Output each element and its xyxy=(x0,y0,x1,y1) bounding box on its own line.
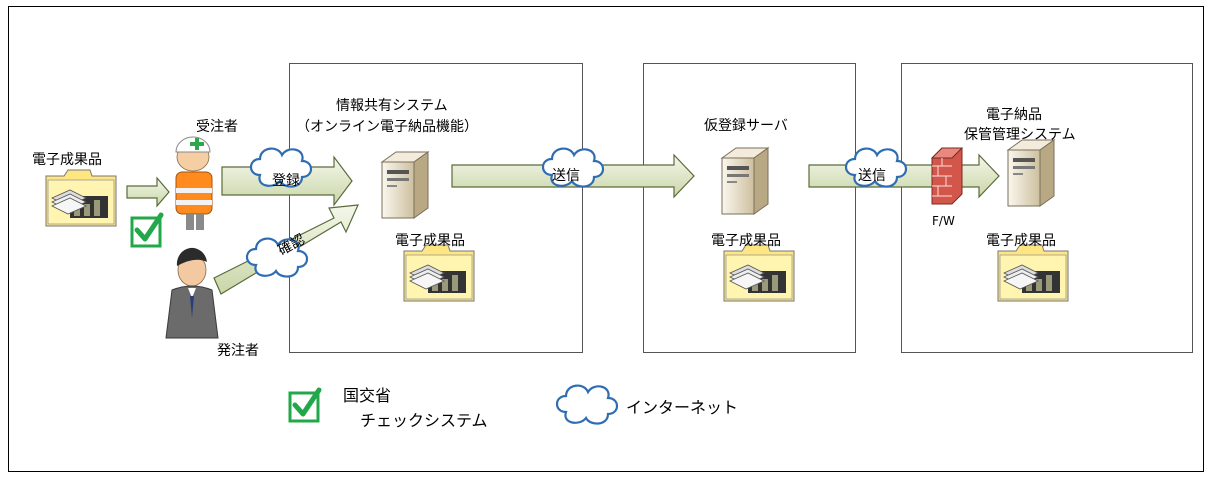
register-arrow-label: 登録 xyxy=(272,173,300,189)
deliverable-label-system: 電子成果品 xyxy=(395,233,465,249)
check-system-icon xyxy=(130,212,164,248)
legend-cloud-icon xyxy=(555,384,619,425)
deliverable-label-temp: 電子成果品 xyxy=(711,233,781,249)
deliverable-label-left: 電子成果品 xyxy=(32,152,102,168)
contractor-person-icon xyxy=(175,136,213,230)
legend-check-icon xyxy=(288,387,322,423)
folder-icon-left xyxy=(45,169,117,227)
send-arrow-1-label: 送信 xyxy=(552,168,580,184)
server-icon-system xyxy=(381,151,429,219)
archive-system-box xyxy=(901,63,1193,353)
legend-internet-label: インターネット xyxy=(626,398,739,417)
input-arrow xyxy=(126,176,170,208)
contractor-label: 受注者 xyxy=(196,119,238,135)
folder-icon-system xyxy=(403,244,475,302)
folder-icon-temp xyxy=(723,244,795,302)
orderer-person-icon xyxy=(165,247,219,339)
temp-server-title: 仮登録サーバ xyxy=(704,118,788,134)
firewall-icon xyxy=(930,147,964,205)
diagram-frame xyxy=(8,6,1204,472)
server-icon-temp xyxy=(721,147,769,215)
orderer-label: 発注者 xyxy=(217,343,259,359)
folder-icon-archive xyxy=(997,244,1069,302)
send-arrow-2-label: 送信 xyxy=(858,168,886,184)
system-title-line1: 情報共有システム xyxy=(336,98,448,114)
archive-title-line1: 電子納品 xyxy=(986,107,1042,123)
system-title-line2: （オンライン電子納品機能） xyxy=(296,119,478,135)
firewall-label: F/W xyxy=(932,214,955,228)
deliverable-label-archive: 電子成果品 xyxy=(986,233,1056,249)
legend-check-line1: 国交省 xyxy=(343,386,392,405)
server-icon-archive xyxy=(1007,139,1055,207)
legend-check-line2: チェックシステム xyxy=(360,411,488,430)
send-arrow-2 xyxy=(808,153,1000,199)
archive-title-line2: 保管管理システム xyxy=(964,127,1076,143)
